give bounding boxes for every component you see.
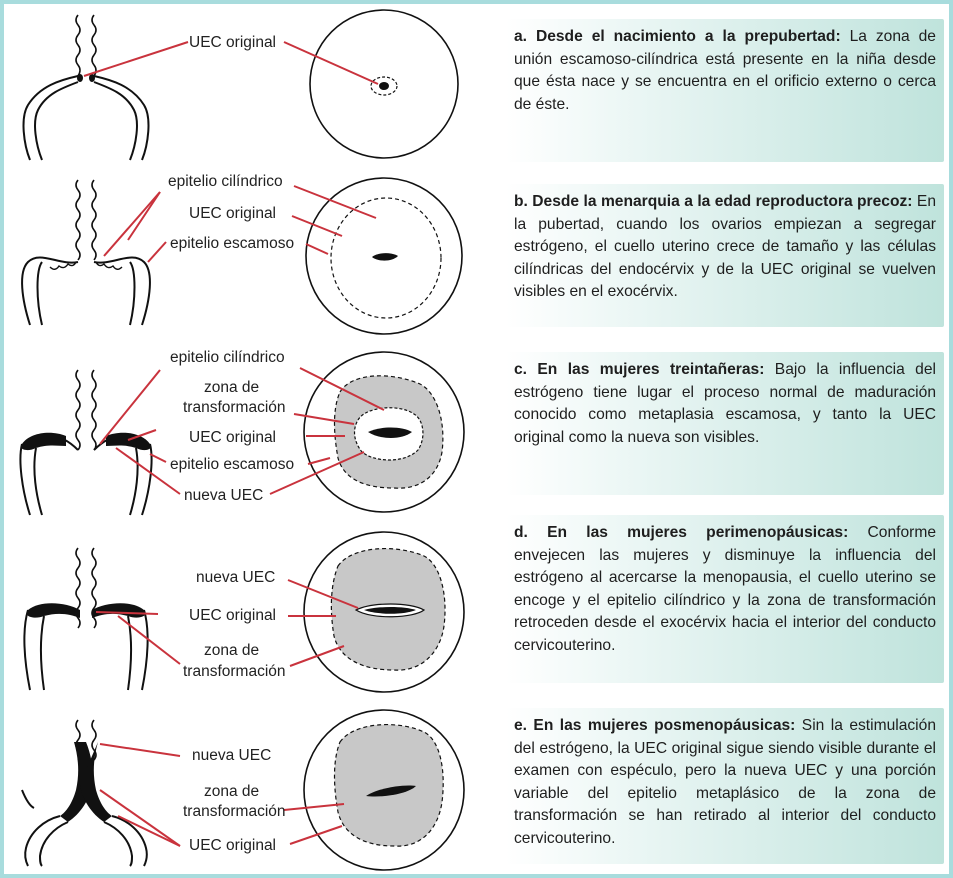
stage-e-sagittal <box>22 720 147 866</box>
stage-e-label-uec-original: UEC original <box>189 837 276 854</box>
stage-c-label-uec-original: UEC original <box>189 429 276 446</box>
stage-c-sagittal <box>20 370 151 515</box>
stage-e-label-transformacion: transformación <box>183 803 286 820</box>
stage-c-frontal <box>304 352 464 512</box>
stage-d-label-nueva-uec: nueva UEC <box>196 569 275 586</box>
stage-b-sagittal <box>22 180 150 325</box>
stage-b-description: b. Desde la menarquia a la edad reproduc… <box>506 184 944 327</box>
stage-e-description: e. En las mujeres posmenopáusicas: Sin l… <box>506 708 944 864</box>
stage-e-label-zona-de: zona de <box>204 783 259 800</box>
stage-c-label-nueva-uec: nueva UEC <box>184 487 263 504</box>
stage-c-title: c. En las mujeres treintañeras: <box>514 361 764 378</box>
stage-b-title: b. Desde la menarquia a la edad reproduc… <box>514 193 913 210</box>
stage-d-label-transformacion: transformación <box>183 663 286 680</box>
stage-d-description: d. En las mujeres perimenopáusicas: Conf… <box>506 515 944 683</box>
stage-b-label-uec-original: UEC original <box>189 205 276 222</box>
stage-d-label-zona-de: zona de <box>204 642 259 659</box>
stage-b-frontal <box>306 178 462 334</box>
stage-d-frontal <box>304 532 464 692</box>
stage-e-label-nueva-uec: nueva UEC <box>192 747 271 764</box>
stage-c-description: c. En las mujeres treintañeras: Bajo la … <box>506 352 944 495</box>
stage-c-label-transformacion: transformación <box>183 399 286 416</box>
stage-c-label-epitelio-escamoso: epitelio escamoso <box>170 456 294 473</box>
stage-c-label-epitelio-cilindrico: epitelio cilíndrico <box>170 349 285 366</box>
stage-d-label-uec-original: UEC original <box>189 607 276 624</box>
stage-a-frontal <box>310 10 458 158</box>
stage-b-label-epitelio-escamoso: epitelio escamoso <box>170 235 294 252</box>
stage-d-title: d. En las mujeres perimenopáusicas: <box>514 524 848 541</box>
stage-a-description: a. Desde el nacimiento a la prepubertad:… <box>506 19 944 162</box>
stage-b-label-epitelio-cilindrico: epitelio cilíndrico <box>168 173 283 190</box>
stage-c-label-zona-de: zona de <box>204 379 259 396</box>
stage-e-title: e. En las mujeres posmenopáusicas: <box>514 717 795 734</box>
stage-d-text: Conforme envejecen las mujeres y disminu… <box>514 524 936 654</box>
stage-a-title: a. Desde el nacimiento a la prepubertad: <box>514 28 841 45</box>
stage-a-sagittal <box>24 15 149 160</box>
stage-d-sagittal <box>24 548 147 690</box>
stage-e-frontal <box>304 710 464 870</box>
stage-e-text: Sin la estimulación del estrógeno, la UE… <box>514 717 936 847</box>
stage-a-label-uec-original: UEC original <box>189 34 276 51</box>
